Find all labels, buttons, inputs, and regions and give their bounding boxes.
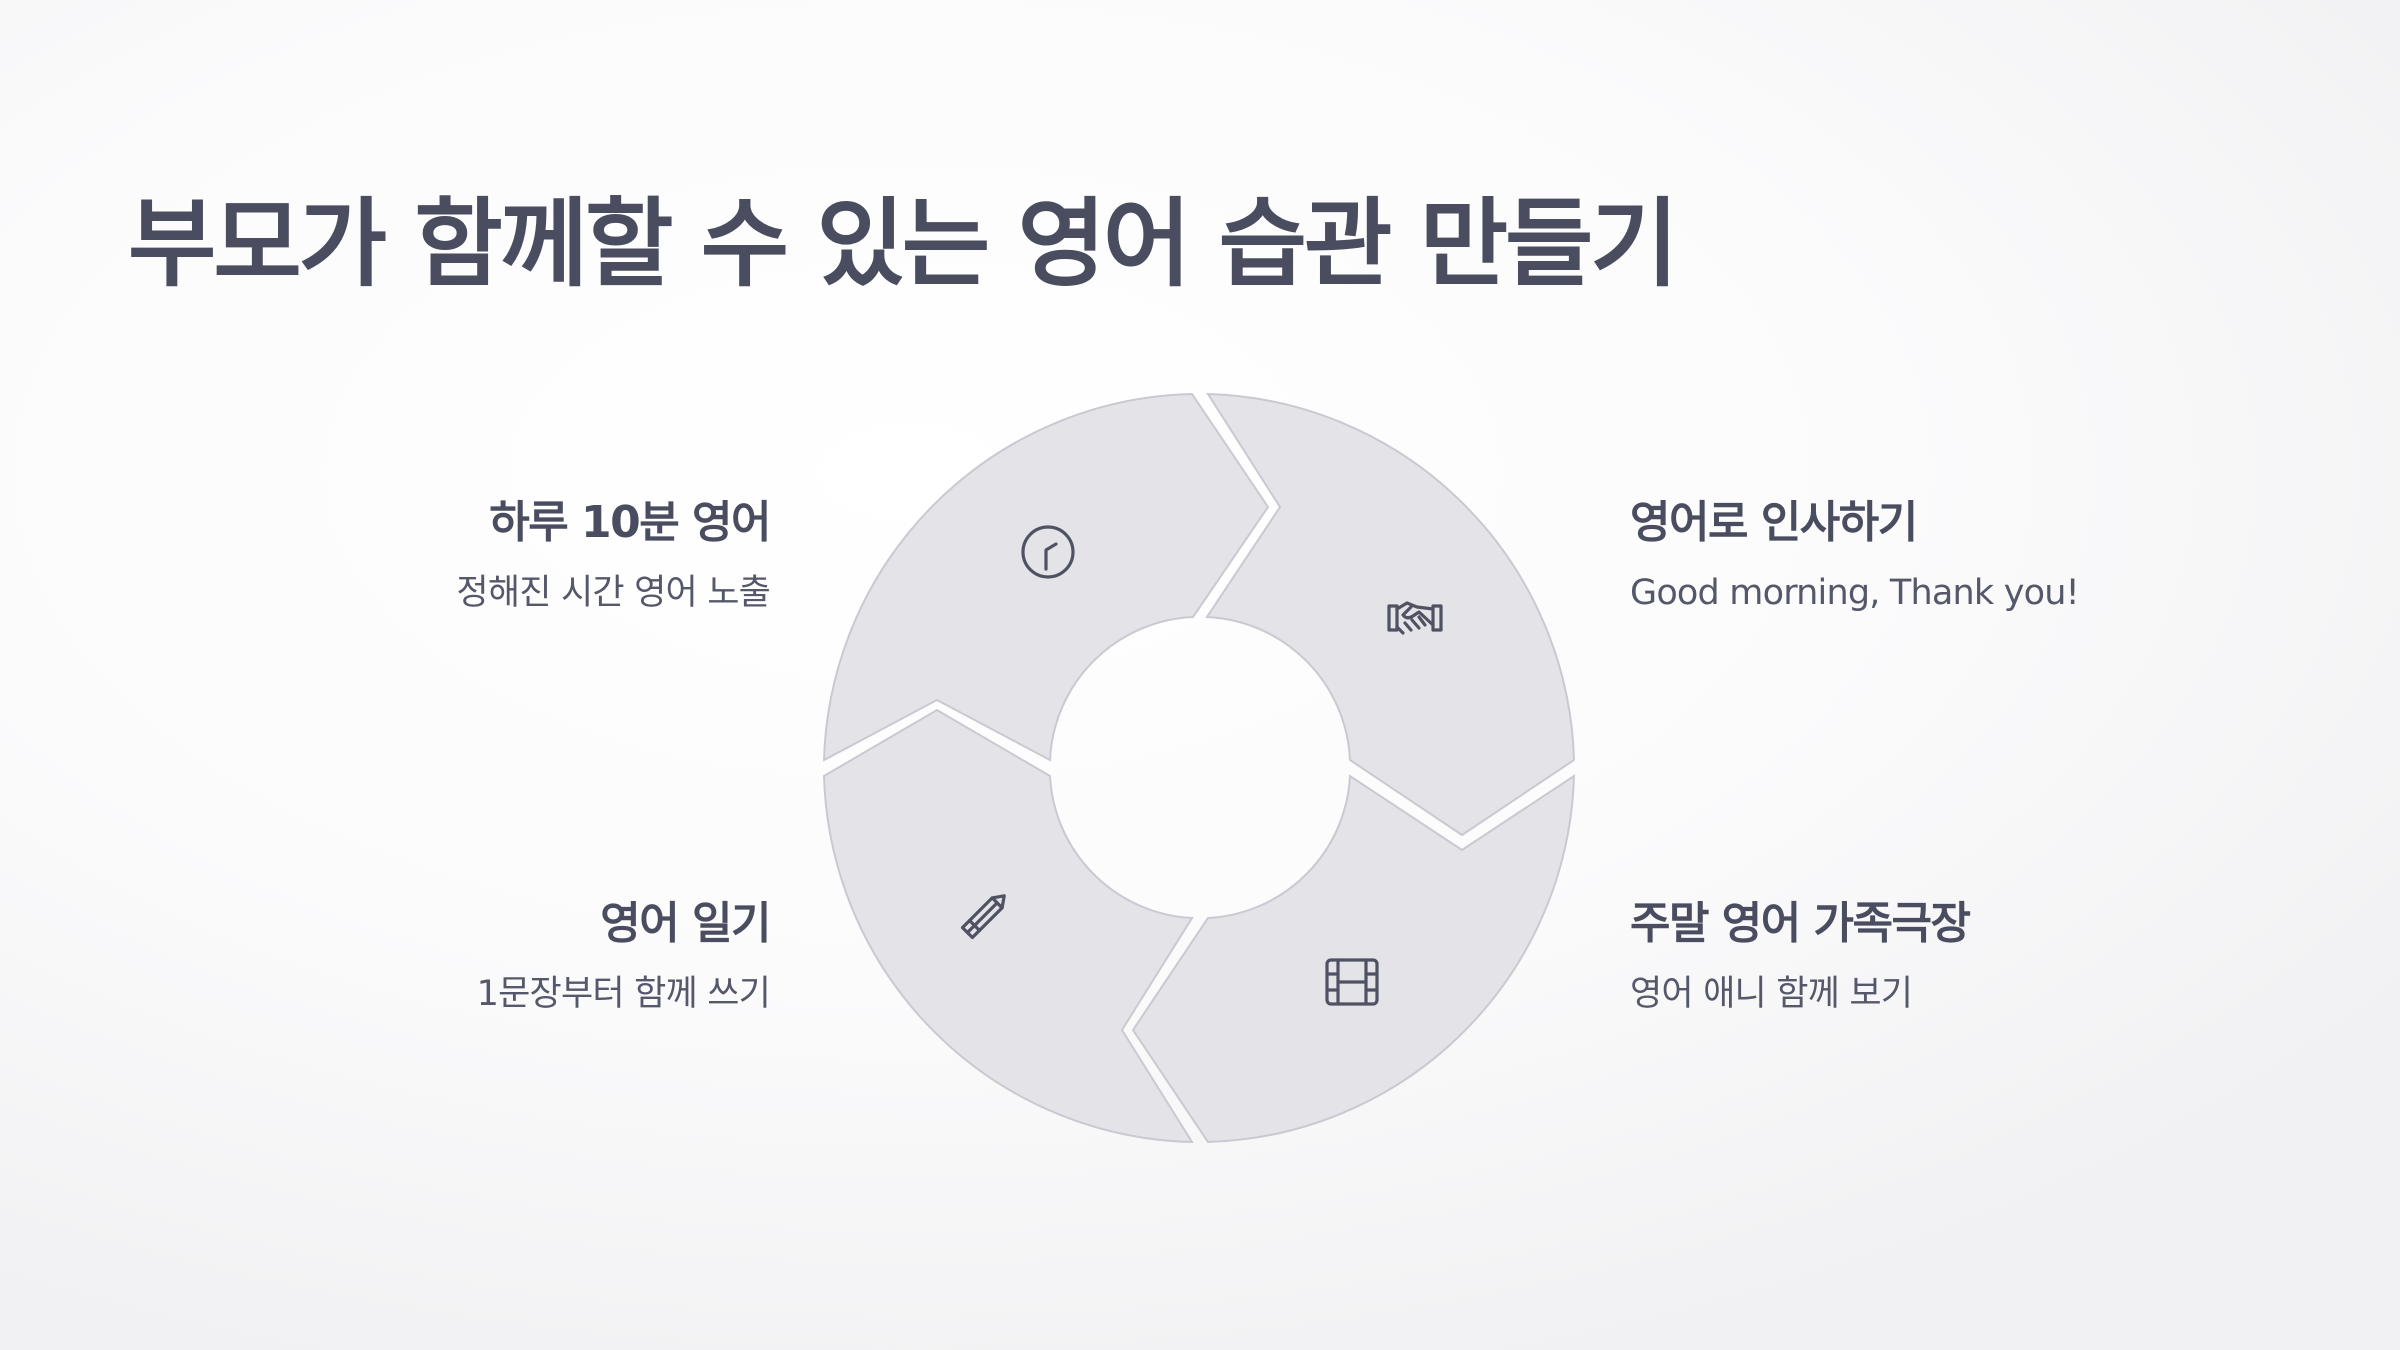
step-title: 영어 일기: [600, 898, 771, 949]
film-icon: [1325, 958, 1379, 1006]
handshake-icon: [1387, 601, 1443, 635]
step-title: 영어로 인사하기: [1630, 497, 1918, 548]
cycle-segment-diary: [822, 708, 1194, 1144]
step-diary: 영어 일기 1문장부터 함께 쓰기: [210, 898, 772, 1016]
pencil-icon: [960, 894, 1006, 940]
step-description: 영어 애니 함께 보기: [1630, 974, 1913, 1014]
step-title: 주말 영어 가족극장: [1630, 898, 1971, 949]
slide-title: 부모가 함께할 수 있는 영어 습관 만들기: [128, 188, 1679, 300]
step-family-theater: 주말 영어 가족극장 영어 애니 함께 보기: [1630, 898, 2190, 1016]
step-daily-english: 하루 10분 영어 정해진 시간 영어 노출: [210, 497, 771, 615]
step-title: 하루 10분 영어: [489, 497, 771, 548]
step-description: Good morning, Thank you!: [1630, 573, 2080, 613]
step-description: 정해진 시간 영어 노출: [456, 573, 770, 613]
step-description: 1문장부터 함께 쓰기: [476, 974, 771, 1014]
step-greeting: 영어로 인사하기 Good morning, Thank you!: [1630, 497, 2190, 615]
clock-icon: [1021, 525, 1075, 579]
